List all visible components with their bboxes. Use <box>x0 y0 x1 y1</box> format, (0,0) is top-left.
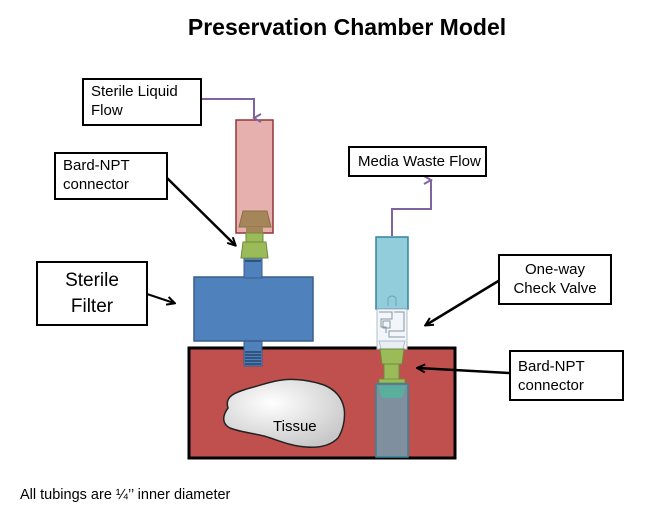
thread-lines <box>245 351 261 365</box>
check-valve <box>376 308 408 350</box>
media-waste-flow-label: Media Waste Flow <box>348 146 487 177</box>
label-line: connector <box>518 377 584 394</box>
inlet-connector-cap <box>238 210 272 228</box>
bard-npt-right-label: Bard-NPT connector <box>509 350 624 401</box>
label-line: connector <box>63 176 129 193</box>
outlet-inner-tube <box>375 383 409 458</box>
tissue-label: Tissue <box>273 418 317 435</box>
label-line: Check Valve <box>513 280 597 297</box>
inlet-connector-base <box>240 241 269 259</box>
check-valve-label: One-way Check Valve <box>498 254 612 305</box>
media-waste-flow-line <box>391 180 431 236</box>
sterile-filter-body <box>193 276 314 342</box>
label-line: Sterile Liquid <box>91 83 178 100</box>
outlet-connector-flange <box>378 378 406 384</box>
waste-reservoir <box>375 236 409 310</box>
bard-npt-top-arrow <box>165 176 235 245</box>
label-line: Filter <box>70 296 114 317</box>
label-line: One-way <box>524 261 586 278</box>
label-line: Bard-NPT <box>63 157 130 174</box>
check-valve-arrow <box>426 278 501 325</box>
outlet-connector-top <box>379 348 405 365</box>
outlet-connector-stem <box>383 363 400 381</box>
sterile-filter-label: Sterile Filter <box>36 261 148 326</box>
label-line: Bard-NPT <box>518 358 585 375</box>
bard-npt-right-arrow <box>418 368 510 375</box>
bard-npt-top-label: Bard-NPT connector <box>54 152 168 200</box>
sterile-filter-arrow <box>146 293 174 303</box>
tissue-shape <box>223 378 346 448</box>
sterile-liquid-flow-label: Sterile Liquid Flow <box>82 78 202 126</box>
inlet-connector-stem <box>245 232 264 243</box>
footnote: All tubings are ¼’’ inner diameter <box>20 487 231 503</box>
label-line: Flow <box>91 102 123 119</box>
diagram-title: Preservation Chamber Model <box>187 14 507 40</box>
outlet-inner-tube-cap <box>378 386 406 398</box>
label-line: Sterile <box>65 270 119 291</box>
sterile-liquid-flow-line <box>202 98 254 118</box>
label-line: Media Waste Flow <box>358 153 481 170</box>
inlet-connector-neck <box>246 227 263 234</box>
